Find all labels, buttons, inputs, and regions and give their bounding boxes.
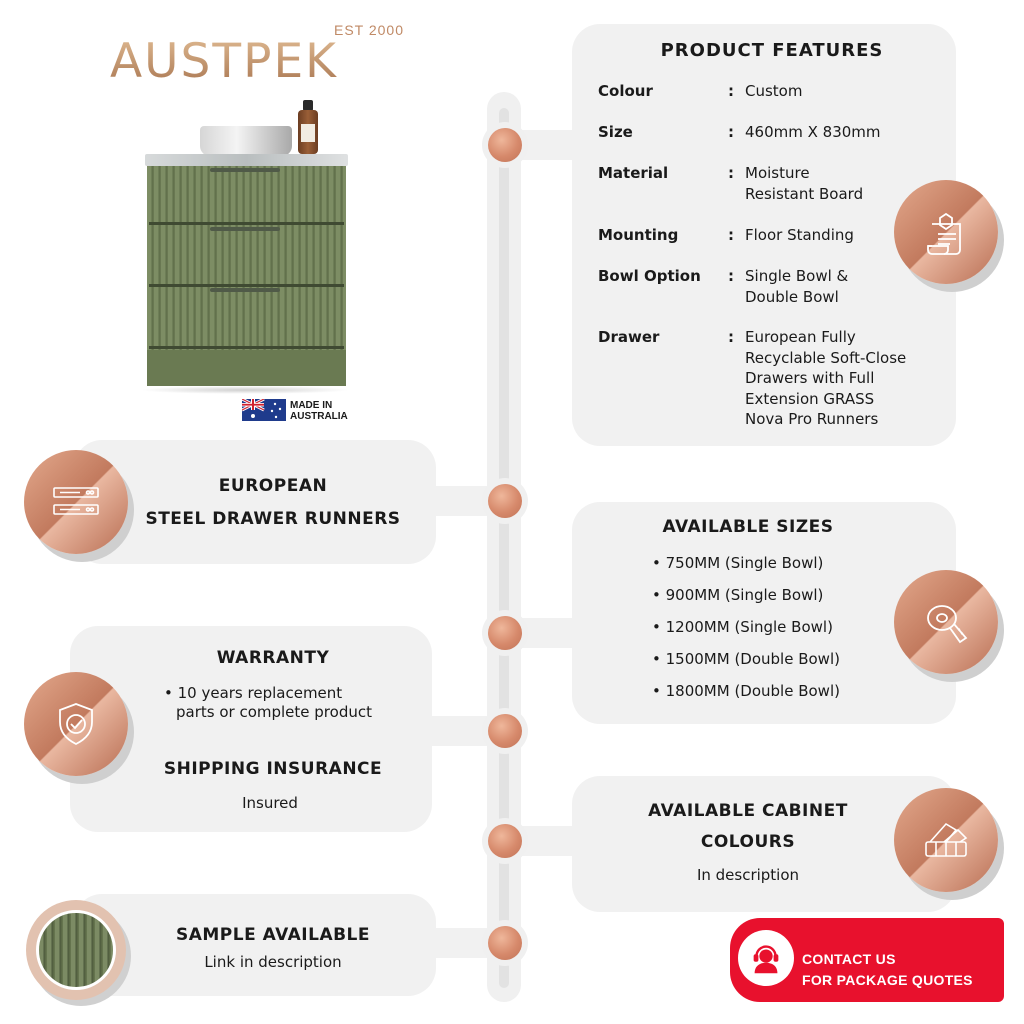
spec-value-line: Resistant Board: [745, 184, 864, 203]
contact-line1: CONTACT US: [802, 951, 896, 967]
spec-colon: :: [728, 123, 734, 141]
colours-title-line1: AVAILABLE CABINET: [648, 801, 848, 821]
timeline-node: [488, 714, 522, 748]
spec-label: Size: [598, 123, 633, 141]
spec-value: Floor Standing: [745, 225, 945, 246]
brand-est: EST 2000: [334, 22, 405, 38]
sample-title: SAMPLE AVAILABLE: [175, 925, 371, 945]
drawer-seam: [149, 284, 344, 287]
warranty-line1: • 10 years replacement: [164, 684, 343, 702]
spec-value: 460mm X 830mm: [745, 122, 945, 143]
timeline-node: [488, 824, 522, 858]
soap-bottle-label: [301, 124, 315, 142]
spec-value-line: Floor Standing: [745, 226, 854, 244]
headset-icon[interactable]: [738, 930, 794, 986]
size-item: • 1800MM (Double Bowl): [652, 682, 840, 700]
spec-label: Bowl Option: [598, 267, 701, 285]
spec-value-line: Extension GRASS: [745, 389, 875, 408]
spec-value-line: European Fully: [745, 328, 856, 346]
spec-value-line: Recyclable Soft-Close: [745, 348, 907, 367]
spec-value: Single Bowl & Double Bowl: [745, 266, 945, 307]
timeline-node: [488, 484, 522, 518]
tape-measure-icon: [894, 570, 998, 674]
colours-title-line2: COLOURS: [700, 832, 796, 852]
sizes-panel: [572, 502, 956, 724]
spec-value: Custom: [745, 81, 945, 102]
warranty-panel: [70, 626, 432, 832]
runners-panel: [74, 440, 436, 564]
spec-label: Material: [598, 164, 669, 182]
sample-value: Link in description: [204, 953, 342, 971]
spec-value-line: Drawers with Full: [745, 369, 875, 387]
fluted-texture-swatch: [36, 910, 116, 990]
runners-line2: STEEL DRAWER RUNNERS: [145, 509, 401, 529]
spec-label: Mounting: [598, 226, 679, 244]
cabinet-top: [145, 154, 348, 166]
basin-bowl: [200, 126, 292, 156]
sample-panel: [74, 894, 436, 996]
australia-flag-icon: [242, 399, 286, 421]
drawer-seam: [149, 222, 344, 225]
size-item: • 1500MM (Double Bowl): [652, 650, 840, 668]
sizes-title: AVAILABLE SIZES: [662, 517, 834, 537]
made-in-line1: MADE IN: [290, 400, 333, 411]
spec-colon: :: [728, 82, 734, 100]
timeline-node: [488, 926, 522, 960]
drawer-handle: [210, 288, 280, 292]
size-item: • 750MM (Single Bowl): [652, 554, 824, 572]
spec-label: Colour: [598, 82, 653, 100]
spec-value: Moisture Resistant Board: [745, 163, 945, 204]
shipping-title: SHIPPING INSURANCE: [163, 759, 383, 779]
warranty-line2: parts or complete product: [176, 703, 372, 721]
colour-swatch-icon: [894, 788, 998, 892]
shipping-value: Insured: [242, 794, 298, 812]
drawer-handle: [210, 168, 280, 172]
spec-value-line: Nova Pro Runners: [745, 410, 879, 428]
drawer-runner-icon: [24, 450, 128, 554]
soap-bottle-cap: [303, 100, 313, 111]
size-item: • 1200MM (Single Bowl): [652, 618, 833, 636]
colours-panel: [572, 776, 956, 912]
warranty-title: WARRANTY: [216, 648, 330, 668]
runners-line1: EUROPEAN: [218, 476, 328, 496]
drawer-seam: [149, 346, 344, 349]
spec-colon: :: [728, 164, 734, 182]
size-item: • 900MM (Single Bowl): [652, 586, 824, 604]
shield-check-icon: [24, 672, 128, 776]
spec-value: European Fully Recyclable Soft-Close Dra…: [745, 327, 945, 430]
product-features-panel: [572, 24, 956, 446]
spec-value-line: Single Bowl &: [745, 267, 849, 285]
spec-colon: :: [728, 226, 734, 244]
spec-value-line: 460mm X 830mm: [745, 123, 881, 141]
spec-value-line: Double Bowl: [745, 287, 839, 306]
cabinet-shadow: [140, 386, 350, 394]
product-features-title: PRODUCT FEATURES: [660, 40, 884, 61]
spec-colon: :: [728, 267, 734, 285]
spec-colon: :: [728, 328, 734, 346]
drawer-handle: [210, 227, 280, 231]
timeline-node: [488, 616, 522, 650]
spec-value-line: Moisture: [745, 164, 810, 182]
timeline-node: [488, 128, 522, 162]
spec-document-icon: [894, 180, 998, 284]
brand-logo: AUSTPEK: [110, 34, 338, 89]
made-in-label: MADE IN AUSTRALIA: [290, 400, 348, 422]
contact-label[interactable]: CONTACT US FOR PACKAGE QUOTES: [802, 949, 973, 991]
spec-label: Drawer: [598, 328, 660, 346]
cabinet-plinth: [147, 350, 346, 388]
spec-value-line: Custom: [745, 82, 803, 100]
colours-value: In description: [696, 866, 800, 884]
sample-swatch: [26, 900, 126, 1000]
timeline-track: [499, 108, 509, 988]
contact-line2: FOR PACKAGE QUOTES: [802, 972, 973, 988]
made-in-line2: AUSTRALIA: [290, 411, 348, 422]
